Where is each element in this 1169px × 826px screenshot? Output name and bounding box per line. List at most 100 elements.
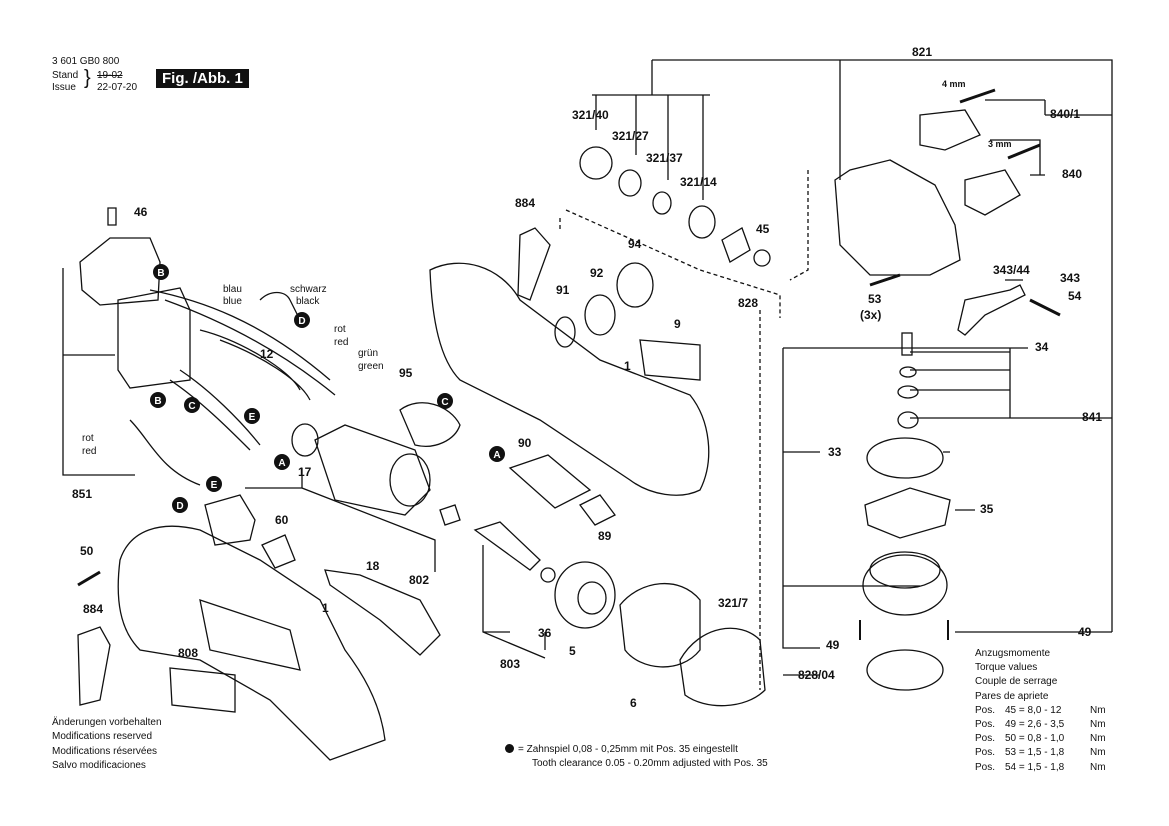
- wire-label-rot: rot: [334, 324, 346, 335]
- label-840-1: 840/1: [1050, 107, 1081, 121]
- connector-C-1: [184, 397, 200, 413]
- label-321-14: 321/14: [680, 175, 717, 189]
- label-851: 851: [72, 487, 93, 501]
- label-33: 33: [828, 445, 842, 459]
- oring-33: [866, 437, 944, 479]
- wire-label-black: black: [296, 296, 320, 307]
- motor-17: [314, 424, 431, 516]
- label-884: 884: [515, 196, 536, 210]
- torque-value: 50 = 0,8 - 1,0: [1005, 733, 1065, 745]
- torque-unit: Nm: [1090, 704, 1106, 716]
- torque-unit: Nm: [1090, 719, 1106, 731]
- label-92: 92: [590, 266, 604, 280]
- label-35: 35: [980, 502, 994, 516]
- wire-label-blue: blue: [223, 296, 242, 307]
- spring-46: [107, 207, 117, 226]
- gear-5: [554, 561, 616, 629]
- connector-B-2: [150, 392, 166, 408]
- leader-821: [651, 59, 1113, 632]
- leader-17-802: [245, 468, 436, 572]
- wire-label-green: green: [358, 361, 384, 372]
- leader-803: [482, 545, 546, 659]
- wire-label-rot-2: rot: [82, 433, 94, 444]
- figure-title: Fig. /Abb. 1: [156, 69, 249, 88]
- label-841: 841: [1082, 410, 1103, 424]
- torque-row: Pos. 49 = 2,6 - 3,5 Nm: [975, 718, 1106, 732]
- label-90: 90: [518, 436, 532, 450]
- torque-value: 45 = 8,0 - 12: [1005, 704, 1062, 716]
- issue-label: Issue: [52, 82, 76, 93]
- label-18: 18: [366, 559, 380, 573]
- disclaimer-block: Änderungen vorbehalten Modifications res…: [52, 716, 162, 774]
- leader-321: [592, 94, 710, 200]
- label-828: 828: [738, 296, 759, 310]
- stand-label: Stand: [52, 70, 79, 81]
- label-828-04: 828/04: [798, 668, 835, 682]
- drawing-number: 3 601 GB0 800: [52, 56, 120, 67]
- svg-text:B: B: [157, 268, 164, 279]
- connector-E-2: [206, 476, 222, 492]
- label-840: 840: [1062, 167, 1083, 181]
- label-1: 1: [624, 359, 631, 373]
- gear-housing-1: [429, 262, 710, 496]
- label-3x: (3x): [860, 308, 882, 322]
- disclaimer-line: Salvo modificaciones: [52, 760, 146, 772]
- lever-343: [957, 284, 1026, 336]
- wire-label-red: red: [334, 337, 349, 348]
- wire-label-schwarz: schwarz: [290, 284, 327, 295]
- plate-884b: [77, 626, 111, 706]
- label-821: 821: [912, 45, 933, 59]
- label-6: 6: [630, 696, 637, 710]
- torque-table: Anzugsmomente Torque values Couple de se…: [975, 647, 1106, 775]
- electronics-housing: [117, 287, 191, 389]
- torque-row: Pos. 45 = 8,0 - 12 Nm: [975, 704, 1106, 718]
- torque-heading: Torque values: [975, 662, 1038, 674]
- label-884-lower: 884: [83, 602, 104, 616]
- wire-label-gruen: grün: [358, 348, 379, 359]
- svg-text:B: B: [154, 396, 161, 407]
- label-49-left: 49: [826, 638, 840, 652]
- part-92: [584, 294, 616, 336]
- leader-left-bracket: [782, 347, 1028, 676]
- label-50: 50: [80, 544, 94, 558]
- label-3mm: 3 mm: [988, 139, 1012, 149]
- label-321-37: 321/37: [646, 151, 683, 165]
- disclaimer-line: Modifications reserved: [52, 731, 153, 743]
- svg-text:C: C: [441, 397, 448, 408]
- part-321-27: [618, 169, 642, 197]
- label-45: 45: [756, 222, 770, 236]
- torque-pos: Pos.: [975, 719, 996, 731]
- cover-95: [399, 402, 461, 447]
- note-line-2: Tooth clearance 0.05 - 0.20mm adjusted w…: [532, 758, 768, 769]
- issue-date: 22-07-20: [97, 82, 138, 93]
- label-94: 94: [628, 237, 642, 251]
- label-49-right: 49: [1078, 625, 1092, 639]
- torque-value: 49 = 2,6 - 3,5: [1005, 719, 1065, 731]
- label-46: 46: [134, 205, 148, 219]
- old-date: 19-02: [97, 70, 123, 81]
- label-4mm: 4 mm: [942, 79, 966, 89]
- torque-heading: Couple de serrage: [975, 676, 1058, 688]
- label-60: 60: [275, 513, 289, 527]
- label-12: 12: [260, 347, 274, 361]
- torque-unit: Nm: [1090, 733, 1106, 745]
- switch-lever-18: [324, 569, 441, 656]
- part-321-40: [579, 146, 613, 180]
- part-840: [964, 169, 1021, 216]
- coupling-802: [439, 504, 461, 526]
- torque-pos: Pos.: [975, 704, 996, 716]
- label-808: 808: [178, 646, 199, 660]
- torque-pos: Pos.: [975, 761, 996, 773]
- battery-adapter-90: [508, 454, 592, 509]
- svg-text:E: E: [249, 412, 256, 423]
- label-53: 53: [868, 292, 882, 306]
- label-321-40: 321/40: [572, 108, 609, 122]
- label-803: 803: [500, 657, 521, 671]
- torque-value: 54 = 1,5 - 1,8: [1005, 761, 1065, 773]
- torque-heading: Pares de apriete: [975, 690, 1049, 702]
- part-89: [579, 494, 616, 526]
- svg-text:D: D: [298, 316, 305, 327]
- wire-label-blau: blau: [223, 284, 242, 295]
- pin-34: [901, 332, 913, 356]
